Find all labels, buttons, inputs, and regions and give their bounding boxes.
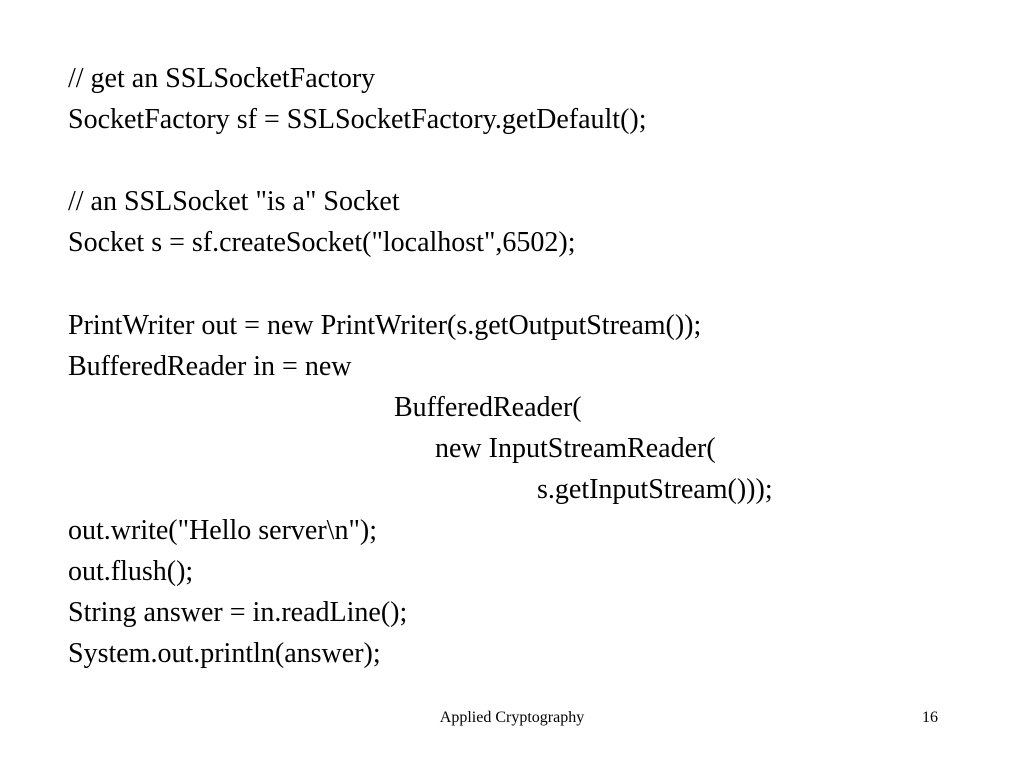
code-line: new InputStreamReader( [435,432,716,464]
blank-line [68,263,773,304]
code-line: BufferedReader in = new [68,350,352,382]
code-line: System.out.println(answer); [68,638,381,670]
code-line: out.flush(); [68,556,194,588]
footer-title: Applied Cryptography [439,709,585,726]
blank-line [68,140,773,181]
code-listing: // get an SSLSocketFactory SocketFactory… [68,58,773,674]
code-line: out.write("Hello server\n"); [68,515,377,547]
code-line: SocketFactory sf = SSLSocketFactory.getD… [68,104,647,136]
code-line: // an SSLSocket "is a" Socket [68,186,400,218]
code-line: BufferedReader( [394,391,582,423]
code-line: s.getInputStream())); [537,473,773,505]
page-number: 16 [922,709,938,726]
code-line: String answer = in.readLine(); [68,597,408,629]
code-line: PrintWriter out = new PrintWriter(s.getO… [68,309,702,341]
code-line: // get an SSLSocketFactory [68,63,376,94]
code-line: Socket s = sf.createSocket("localhost",6… [68,227,576,259]
